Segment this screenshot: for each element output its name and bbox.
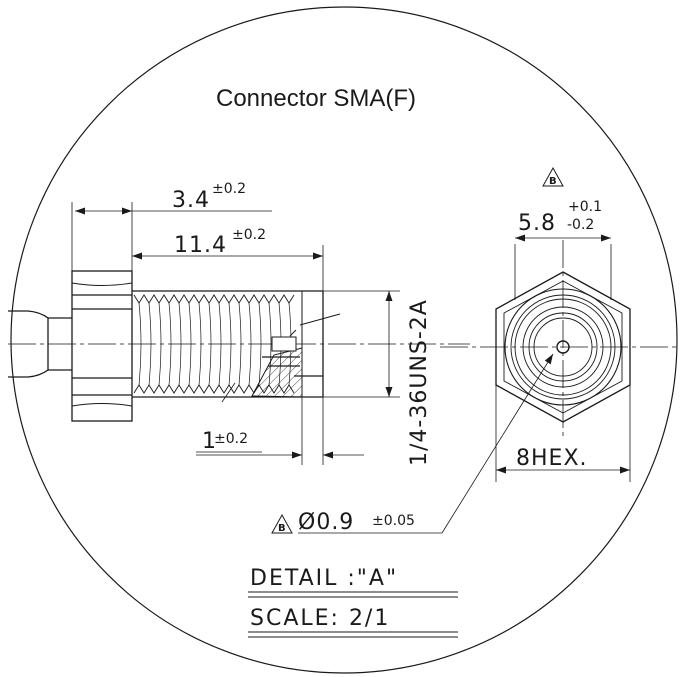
side-view	[8, 202, 470, 465]
end-view	[298, 234, 680, 534]
thread-spec: 1/4-36UNS-2A	[407, 299, 432, 466]
svg-text:B: B	[278, 523, 286, 534]
svg-text:B: B	[549, 176, 557, 187]
datum-b-top-icon: B	[542, 166, 564, 187]
dim-1-tolerance: ±0.2	[214, 431, 248, 447]
scale-label: SCALE: 2/1	[250, 606, 390, 631]
dim-3-4-tolerance: ±0.2	[212, 181, 246, 197]
pin-diameter-tolerance: ±0.05	[372, 513, 415, 529]
drawing-title: Connector SMA(F)	[216, 85, 416, 112]
end-hex	[495, 271, 631, 423]
dim-hex: 8HEX.	[516, 446, 588, 471]
dim-3-4-value: 3.4	[172, 188, 210, 213]
dim-5-8-tol-minus: -0.2	[567, 217, 594, 233]
dim-5-8-value: 5.8	[518, 211, 556, 236]
dim-11-4-tolerance: ±0.2	[232, 227, 266, 243]
cable-stub	[8, 310, 49, 378]
dim-1-value: 1	[202, 429, 217, 454]
datum-b-pin-icon: B	[271, 513, 293, 534]
detail-label: DETAIL :"A"	[250, 566, 398, 591]
pin-diameter-value: Ø0.9	[298, 510, 354, 535]
dim-5-8-tol-plus: +0.1	[568, 199, 602, 215]
dim-11-4-value: 11.4	[174, 233, 227, 258]
detail-circle	[10, 6, 678, 674]
section-cut	[251, 313, 341, 398]
hex-nut	[71, 270, 133, 422]
